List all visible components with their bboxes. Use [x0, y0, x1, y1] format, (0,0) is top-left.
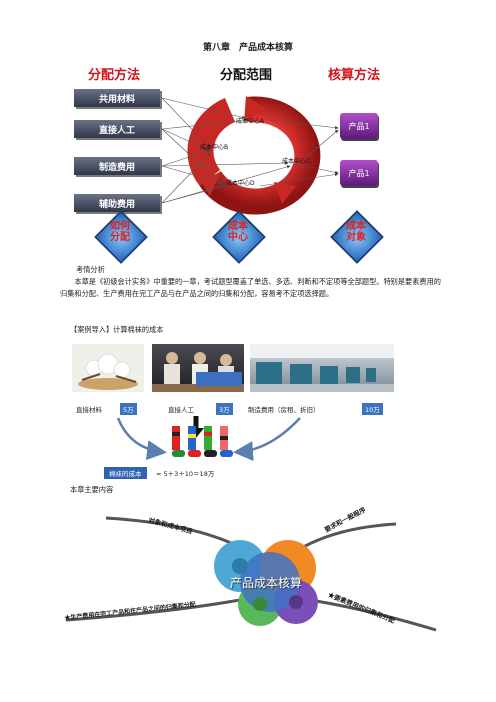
sock-cost-formula: = 5＋3＋10＝18万 — [156, 470, 215, 478]
cost-item-shared-material: 共用材料 — [74, 89, 160, 107]
cost-item-direct-labor: 直接人工 — [74, 120, 160, 138]
amount-direct-material: 5万 — [120, 403, 137, 415]
amount-manufacturing-overhead: 10万 — [362, 403, 383, 415]
chapter-title: 第八章 产品成本核算 — [202, 43, 293, 53]
factory-photo — [250, 344, 394, 392]
diamond-how-allocate: 如何 分配 — [94, 210, 148, 264]
label-manufacturing-overhead: 制造费用（房租、折旧） — [248, 406, 320, 414]
diamond-cost-object: 成本 对象 — [330, 210, 384, 264]
diamond-how-allocate-text: 如何 分配 — [110, 221, 130, 243]
product-1-bottom: 产品1 — [340, 160, 378, 186]
mindmap: 产品成本核算 对象和成本项目 要求和一般程序 ★生产费用在完工产品和在产品之间的… — [56, 498, 446, 648]
cotton-photo — [72, 344, 144, 392]
case-arrows — [116, 416, 301, 462]
gear-cluster-icon — [214, 540, 318, 626]
analysis-body: 本章是《初级会计实务》中重要的一章，考试题型覆盖了单选、多选、判断和不定项等全部… — [60, 277, 441, 298]
mindmap-center-title: 产品成本核算 — [230, 576, 303, 590]
sock-cost-label: 棉袜的成本 — [104, 467, 147, 479]
cost-center-b-label: 成本中心B — [200, 144, 229, 151]
label-direct-labor: 直接人工 — [168, 406, 194, 414]
header-scope: 分配范围 — [220, 68, 273, 83]
diamond-cost-object-text: 成本 对象 — [346, 221, 366, 243]
diamond-cost-center: 成本 中心 — [212, 210, 266, 264]
cost-item-manufacturing-overhead: 制造费用 — [74, 157, 160, 175]
cost-center-a-label: 成本中心A — [236, 118, 265, 125]
header-method: 分配方法 — [88, 68, 141, 83]
diamond-cost-center-text: 成本 中心 — [228, 221, 248, 243]
cost-item-auxiliary: 辅助费用 — [74, 194, 160, 212]
allocation-diagram: 分配方法 分配范围 核算方法 共用材料 直接人工 制造费用 辅助费用 — [60, 58, 440, 264]
header-calc: 核算方法 — [328, 68, 381, 83]
cost-center-d-label: 成本中心D — [226, 180, 255, 187]
cost-center-c-label: 成本中心C — [282, 158, 311, 165]
mindmap-heading: 本章主要内容 — [70, 485, 114, 494]
allocation-arrows — [161, 96, 339, 215]
label-direct-material: 直接材料 — [76, 406, 102, 414]
workers-photo — [152, 344, 244, 392]
product-1-top: 产品1 — [340, 113, 378, 139]
amount-direct-labor: 3万 — [216, 403, 233, 415]
case-heading: 【案例导入】计算棉袜的成本 — [70, 325, 164, 334]
analysis-heading: 考情分析 — [76, 265, 105, 274]
workers-overlay — [196, 372, 242, 386]
socks-image — [168, 426, 240, 462]
